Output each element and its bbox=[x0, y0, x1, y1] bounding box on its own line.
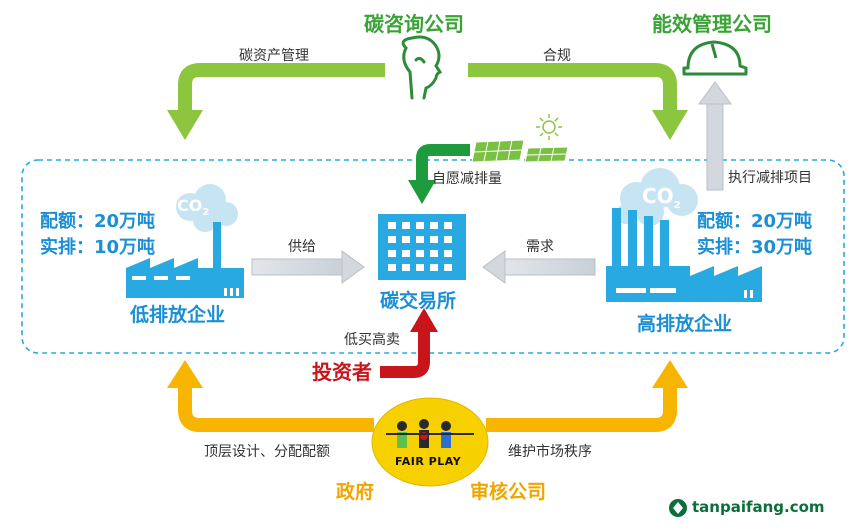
low-actual-label: 实排：10万吨 bbox=[40, 237, 156, 258]
high-co2-cloud-label: CO2 bbox=[642, 184, 681, 211]
consulting-company-label: 碳咨询公司 bbox=[364, 12, 464, 36]
consultant-head-icon bbox=[401, 35, 443, 100]
design-arrow bbox=[178, 385, 374, 432]
demand-arrow bbox=[502, 258, 596, 276]
watermark-text: tanpaifang.com bbox=[692, 498, 825, 516]
high-emission-factory-icon bbox=[606, 168, 762, 302]
low-emission-factory-icon bbox=[126, 184, 244, 298]
energy-company-label: 能效管理公司 bbox=[652, 12, 772, 36]
exchange-label: 碳交易所 bbox=[380, 290, 457, 312]
maintain-order-label: 维护市场秩序 bbox=[508, 444, 592, 460]
low-co2-cloud-label: CO2 bbox=[177, 196, 210, 219]
voluntary-reduction-label: 自愿减排量 bbox=[432, 171, 502, 187]
government-label: 政府 bbox=[336, 481, 375, 503]
exchange-building-icon bbox=[378, 214, 466, 280]
asset-mgmt-label: 碳资产管理 bbox=[239, 48, 309, 64]
compliance-arrow bbox=[468, 63, 677, 112]
compliance-label: 合规 bbox=[543, 48, 571, 64]
low-quota-label: 配额：20万吨 bbox=[40, 211, 156, 232]
investor-label: 投资者 bbox=[312, 360, 372, 384]
audit-company-label: 审核公司 bbox=[470, 481, 547, 503]
execute-arrow bbox=[706, 101, 724, 191]
hard-hat-icon bbox=[682, 40, 748, 76]
top-design-label: 顶层设计、分配配额 bbox=[204, 444, 330, 460]
execute-project-label: 执行减排项目 bbox=[728, 170, 812, 186]
investor-arrow bbox=[380, 330, 430, 378]
low-enterprise-name: 低排放企业 bbox=[130, 304, 226, 326]
low-buy-high-sell-label: 低买高卖 bbox=[344, 332, 400, 348]
solar-panel-icon bbox=[471, 139, 569, 163]
demand-label: 需求 bbox=[526, 239, 554, 255]
market-boundary bbox=[21, 159, 845, 354]
fair-play-badge bbox=[371, 397, 489, 487]
maintain-arrow bbox=[486, 385, 677, 432]
tanpaifang-logo-icon bbox=[669, 499, 687, 517]
fair-play-text: FAIR PLAY bbox=[395, 455, 462, 468]
sun-icon bbox=[536, 114, 562, 140]
asset-mgmt-arrow bbox=[178, 63, 385, 112]
high-actual-label: 实排：30万吨 bbox=[697, 237, 813, 258]
voluntary-arrow bbox=[416, 144, 470, 182]
high-enterprise-name: 高排放企业 bbox=[637, 313, 733, 335]
supply-label: 供给 bbox=[288, 239, 316, 255]
supply-arrow bbox=[251, 258, 345, 276]
high-quota-label: 配额：20万吨 bbox=[697, 211, 813, 232]
